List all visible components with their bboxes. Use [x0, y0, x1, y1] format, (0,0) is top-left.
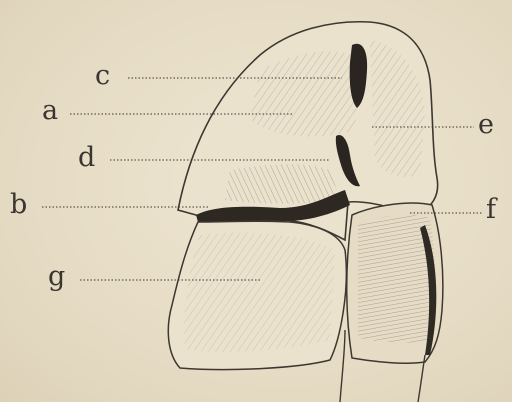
label-a: a	[42, 95, 58, 126]
label-d: d	[78, 142, 95, 173]
label-e: e	[478, 109, 494, 140]
lower-bone-hatch	[184, 233, 335, 352]
label-f: f	[486, 194, 498, 225]
label-c: c	[95, 60, 110, 91]
label-b: b	[10, 189, 27, 220]
label-g: g	[48, 261, 65, 292]
mid-shading	[225, 164, 340, 204]
